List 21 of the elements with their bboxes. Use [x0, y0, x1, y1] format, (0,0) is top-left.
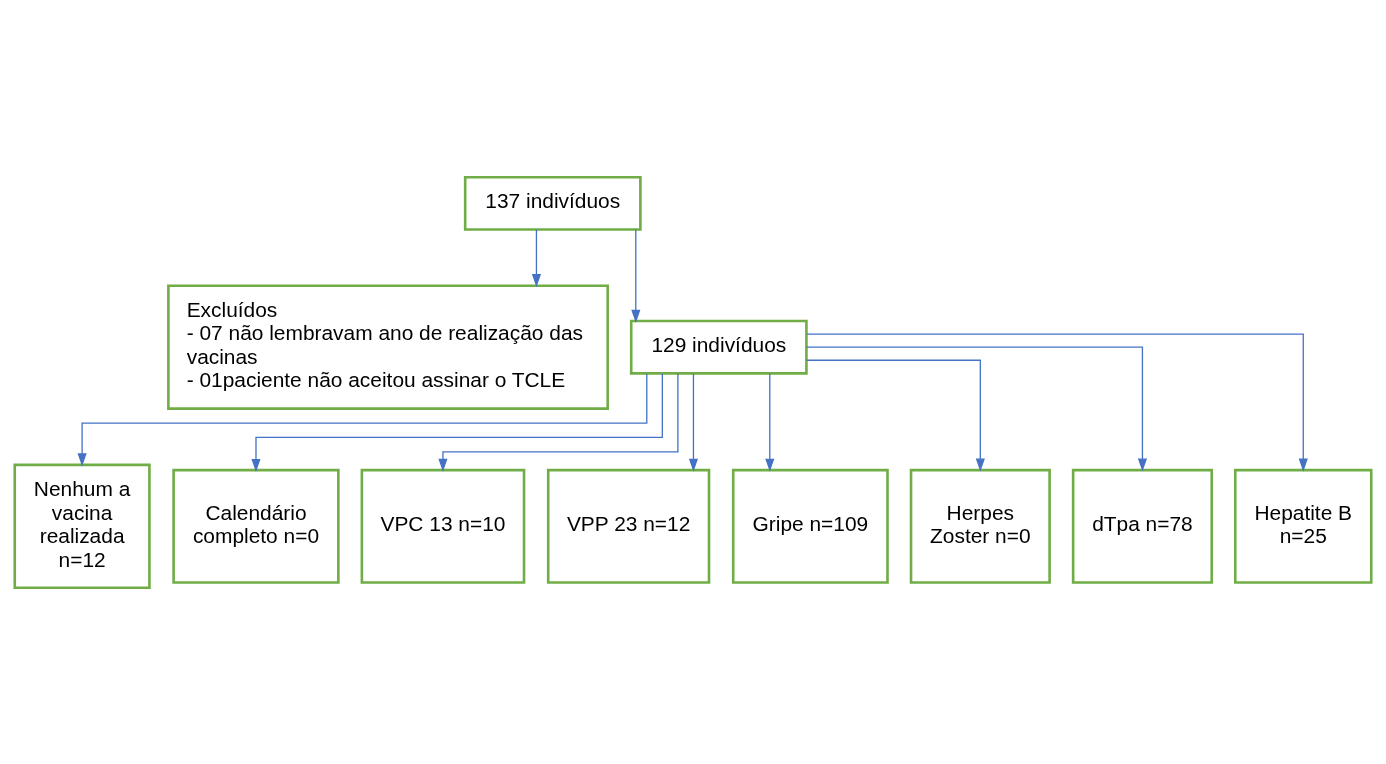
arrow: [805, 359, 985, 472]
arrow: [77, 372, 648, 466]
node-box: dTpa n=78: [1071, 468, 1214, 584]
arrow: [805, 346, 1148, 472]
arrow: [251, 372, 663, 472]
node-box: Gripe n=109: [731, 468, 889, 584]
arrow: [688, 372, 699, 472]
node-box: Nenhum a vacina realizada n=12: [13, 463, 151, 589]
node-box: Hepatite B n=25: [1233, 468, 1373, 584]
node-box: 137 indivíduos: [463, 175, 642, 231]
node-box: 129 indivíduos: [629, 319, 808, 375]
arrow: [531, 228, 541, 287]
arrow: [438, 372, 679, 472]
arrow: [631, 228, 641, 323]
arrow: [806, 332, 1308, 472]
node-box: Excluídos - 07 não lembravam ano de realização das vacinas - 01paciente não aceitou assinar o TCLE: [167, 283, 609, 410]
node-box: Herpes Zoster n=0: [909, 468, 1051, 584]
node-box: Calendário completo n=0: [172, 468, 340, 584]
node-box: VPC 13 n=10: [360, 468, 526, 584]
arrow: [765, 372, 775, 472]
node-box: VPP 23 n=12: [546, 468, 711, 584]
